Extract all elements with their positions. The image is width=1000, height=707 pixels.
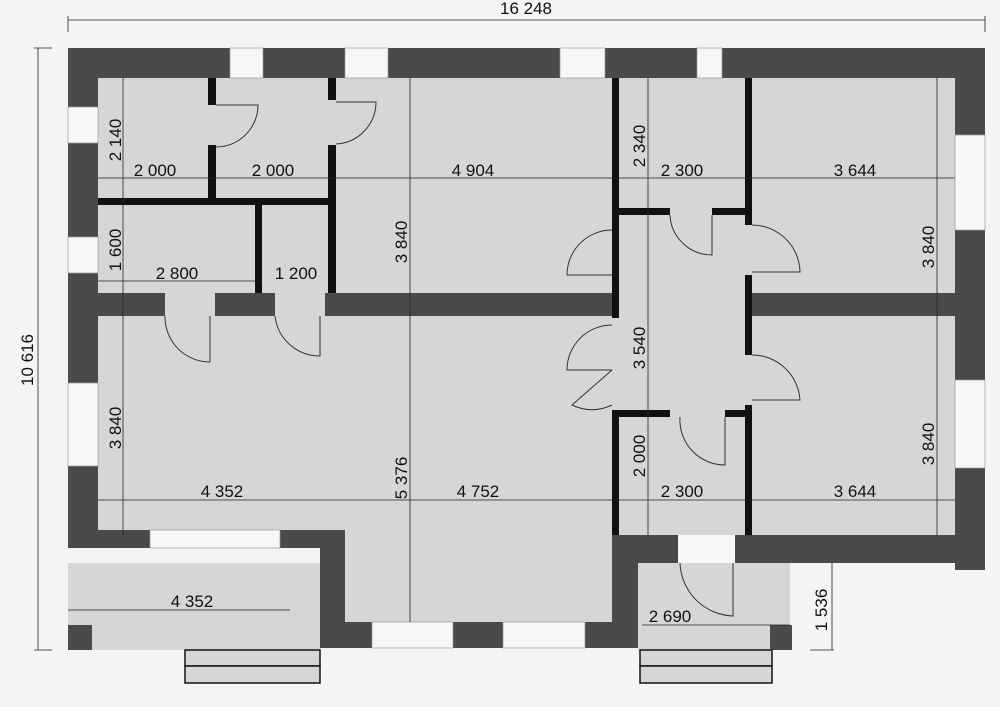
door-swing — [566, 229, 613, 276]
entrance-porch-width: 2 690 — [649, 607, 692, 626]
bathroom-depth: 1 600 — [106, 229, 125, 272]
door-swing — [751, 354, 801, 401]
top-right-small-width: 2 300 — [661, 161, 704, 180]
living-left-depth: 3 840 — [106, 407, 125, 450]
room-top-middle-width: 4 904 — [452, 161, 495, 180]
closet-2-width: 2 000 — [252, 161, 295, 180]
dimension-lines — [34, 16, 986, 651]
porch-step — [639, 649, 773, 667]
terrace-column — [68, 625, 92, 650]
interior-walls — [98, 78, 955, 535]
window — [502, 621, 586, 649]
living-right-width: 4 752 — [457, 482, 500, 501]
door-swing — [751, 224, 801, 273]
bedroom-bottom-right-width: 3 644 — [834, 482, 877, 501]
window — [67, 236, 99, 274]
door-swing — [566, 324, 613, 411]
window — [344, 47, 389, 79]
room-top-middle-depth: 3 840 — [392, 221, 411, 264]
bottom-right-small-width: 2 300 — [661, 482, 704, 501]
bathroom-width: 2 800 — [156, 264, 199, 283]
door-swing — [335, 101, 377, 145]
door-swing — [164, 316, 211, 363]
porch-column — [770, 625, 792, 650]
overall-height-label: 10 616 — [18, 334, 37, 386]
bedroom-bottom-right-depth: 3 840 — [919, 423, 938, 466]
porch-floor — [638, 563, 790, 650]
toilet-width: 1 200 — [275, 264, 318, 283]
closet-1-depth: 2 140 — [106, 119, 125, 162]
window — [371, 621, 454, 649]
window — [67, 106, 99, 144]
porch-height-label: 1 536 — [812, 589, 831, 632]
window — [149, 529, 281, 549]
door-swing — [679, 416, 726, 466]
window — [954, 134, 986, 231]
closet-1-width: 2 000 — [134, 161, 177, 180]
bottom-right-small-depth: 2 000 — [630, 435, 649, 478]
overall-width-label: 16 248 — [500, 0, 552, 18]
window — [559, 47, 606, 79]
window — [954, 379, 986, 469]
windows — [67, 47, 986, 649]
door-swing — [274, 315, 321, 357]
doors — [164, 101, 801, 617]
entrance-door-opening — [678, 535, 735, 563]
window — [229, 47, 264, 79]
bedroom-top-right-width: 3 644 — [834, 161, 877, 180]
dimension-labels: 16 248 10 616 1 536 2 000 2 140 2 000 4 … — [18, 0, 938, 631]
terrace-floor — [68, 563, 320, 650]
living-left-width: 4 352 — [201, 482, 244, 501]
terrace-step — [184, 649, 321, 667]
top-right-small-depth: 2 340 — [630, 125, 649, 168]
hall-depth: 3 540 — [630, 327, 649, 370]
entrance-door-swing — [679, 562, 734, 617]
window — [67, 382, 99, 467]
terrace-step — [184, 665, 321, 684]
bedroom-top-right-depth: 3 840 — [919, 226, 938, 269]
terrace-width: 4 352 — [171, 592, 214, 611]
door-swing — [215, 104, 259, 148]
porch-step — [639, 665, 773, 684]
window — [696, 47, 723, 79]
door-swing — [669, 214, 713, 256]
living-right-depth: 5 376 — [392, 457, 411, 500]
